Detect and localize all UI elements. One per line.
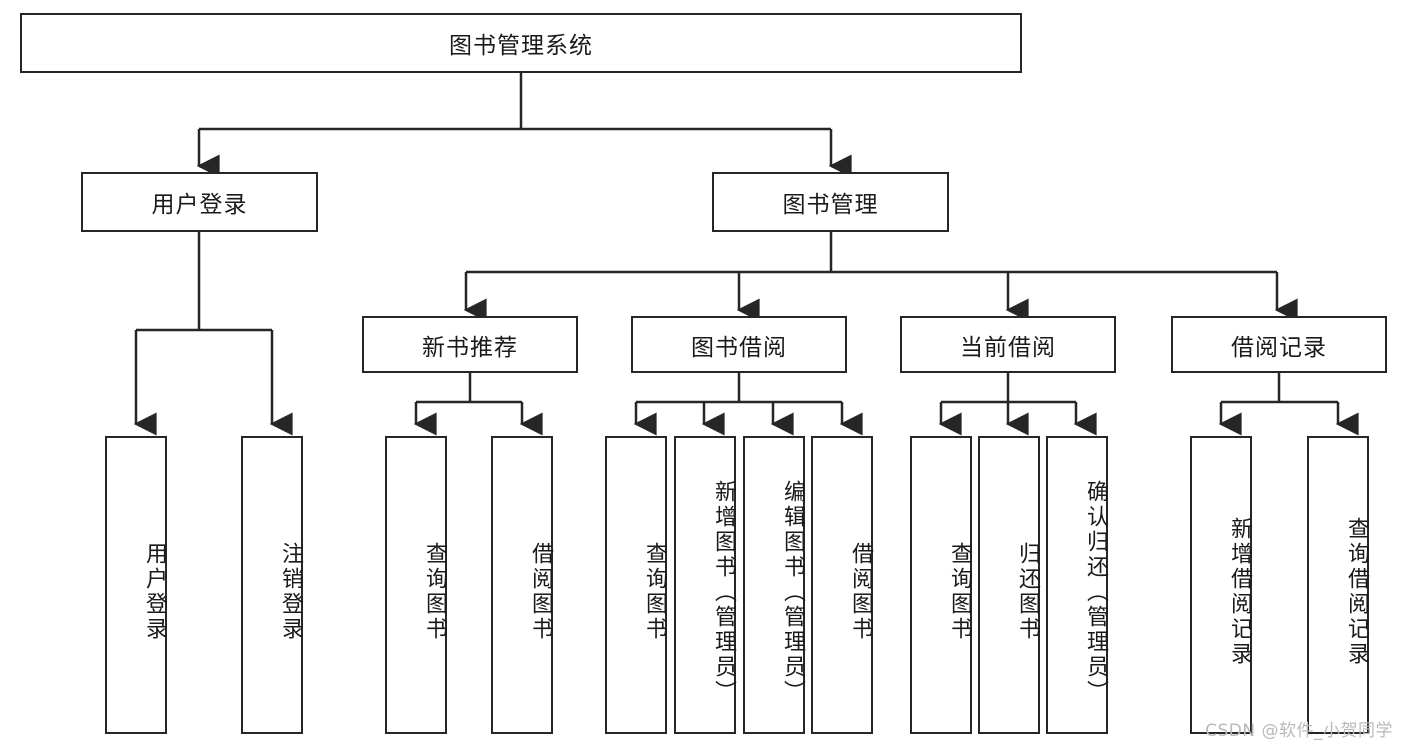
node-leaf-user-login[interactable]: 用户登录 (105, 436, 167, 734)
node-leaf-borrow-book-1[interactable]: 借阅图书 (491, 436, 553, 734)
node-leaf-return-book[interactable]: 归还图书 (978, 436, 1040, 734)
node-leaf-confirm-return[interactable]: 确认归还（管理员） (1046, 436, 1108, 734)
node-leaf-borrow-book-1-label: 借阅图书 (528, 542, 553, 642)
node-leaf-logout[interactable]: 注销登录 (241, 436, 303, 734)
node-root-label: 图书管理系统 (449, 33, 593, 59)
node-leaf-query-book-2[interactable]: 查询图书 (605, 436, 667, 734)
node-leaf-edit-book[interactable]: 编辑图书（管理员） (743, 436, 805, 734)
node-user-login-label: 用户登录 (151, 192, 248, 218)
csdn-watermark: CSDN @软件_小贺同学 (1205, 721, 1393, 741)
node-current-borrow[interactable]: 当前借阅 (900, 316, 1116, 373)
node-leaf-edit-book-label: 编辑图书（管理员） (780, 479, 805, 705)
node-leaf-user-login-label: 用户登录 (142, 542, 167, 642)
node-leaf-query-book-3[interactable]: 查询图书 (910, 436, 972, 734)
node-current-borrow-label: 当前借阅 (960, 334, 1056, 361)
node-leaf-return-book-label: 归还图书 (1015, 542, 1040, 642)
node-borrow-record-label: 借阅记录 (1231, 334, 1327, 361)
node-leaf-confirm-return-label: 确认归还（管理员） (1083, 479, 1108, 705)
node-leaf-add-book[interactable]: 新增图书（管理员） (674, 436, 736, 734)
node-leaf-query-book-2-label: 查询图书 (642, 542, 667, 642)
node-new-book-recommend-label: 新书推荐 (422, 334, 518, 361)
node-book-manage-label: 图书管理 (782, 192, 879, 218)
node-user-login[interactable]: 用户登录 (81, 172, 318, 232)
node-new-book-recommend[interactable]: 新书推荐 (362, 316, 578, 373)
node-leaf-add-book-label: 新增图书（管理员） (711, 479, 736, 705)
node-leaf-add-record[interactable]: 新增借阅记录 (1190, 436, 1252, 734)
node-leaf-query-record-label: 查询借阅记录 (1344, 517, 1369, 667)
node-leaf-borrow-book-2-label: 借阅图书 (848, 542, 873, 642)
node-leaf-query-book-1-label: 查询图书 (422, 542, 447, 642)
node-leaf-query-book-3-label: 查询图书 (947, 542, 972, 642)
node-leaf-query-record[interactable]: 查询借阅记录 (1307, 436, 1369, 734)
node-leaf-add-record-label: 新增借阅记录 (1227, 517, 1252, 667)
node-leaf-query-book-1[interactable]: 查询图书 (385, 436, 447, 734)
node-leaf-borrow-book-2[interactable]: 借阅图书 (811, 436, 873, 734)
node-leaf-logout-label: 注销登录 (278, 542, 303, 642)
node-book-borrow-label: 图书借阅 (691, 334, 787, 361)
node-root[interactable]: 图书管理系统 (20, 13, 1022, 73)
node-borrow-record[interactable]: 借阅记录 (1171, 316, 1387, 373)
node-book-borrow[interactable]: 图书借阅 (631, 316, 847, 373)
node-book-manage[interactable]: 图书管理 (712, 172, 949, 232)
